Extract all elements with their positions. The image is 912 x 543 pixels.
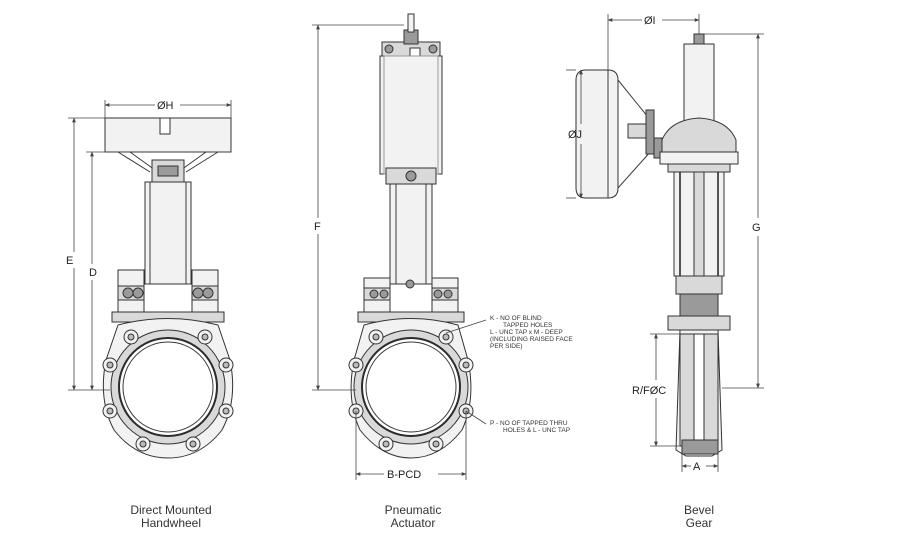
note-thru-holes-1: P - NO OF TAPPED THRU [490,420,568,427]
dim-handwheel-diameter: ØH [157,100,174,112]
note-blind-holes-2: TAPPED HOLES [503,322,553,329]
dim-overall-height-g: G [752,222,761,234]
caption-handwheel: Direct Mounted Handwheel [91,504,251,530]
dim-face-width-a: A [693,461,701,473]
note-blind-holes-5: PER SIDE) [490,343,523,350]
dim-wheel-diameter-j: ØJ [568,129,582,141]
bevel-gear-valve-view: ØI ØJ G R/FØC A [566,14,764,473]
note-blind-holes-1: K - NO OF BLIND [490,315,542,322]
caption-bevel-gear-line1: Bevel [683,503,715,517]
caption-handwheel-line1: Direct Mounted [130,503,212,517]
stem-yoke [144,181,192,285]
caption-bevel-gear: Bevel Gear [619,504,779,530]
dim-bolt-pcd: B-PCD [387,469,421,481]
dim-flange-rf-c: R/FØC [632,385,666,397]
note-blind-holes-3: L - UNC TAP x M - DEEP [490,329,563,336]
dim-overall-height-f: F [314,221,321,233]
dim-stem-height-d: D [89,267,97,279]
note-thru-holes-2: HOLES & L - UNC TAP [503,427,570,434]
actuator-cylinder [379,55,443,175]
pneumatic-valve-view: F B-PCD K - NO OF BLIND TAPPED HOLES L -… [312,13,573,481]
gear-handwheel [575,69,619,199]
handwheel-valve-view: ØH E D [66,100,234,459]
caption-handwheel-line2: Handwheel [140,516,202,530]
note-blind-holes-4: (INCLUDING RAISED FACE [490,336,573,343]
caption-pneumatic-line2: Actuator [390,516,436,530]
caption-pneumatic-line1: Pneumatic [384,503,442,517]
caption-pneumatic: Pneumatic Actuator [333,504,493,530]
dim-gear-offset-i: ØI [644,15,656,27]
dim-overall-height-e: E [66,255,73,267]
caption-bevel-gear-line2: Gear [685,516,713,530]
